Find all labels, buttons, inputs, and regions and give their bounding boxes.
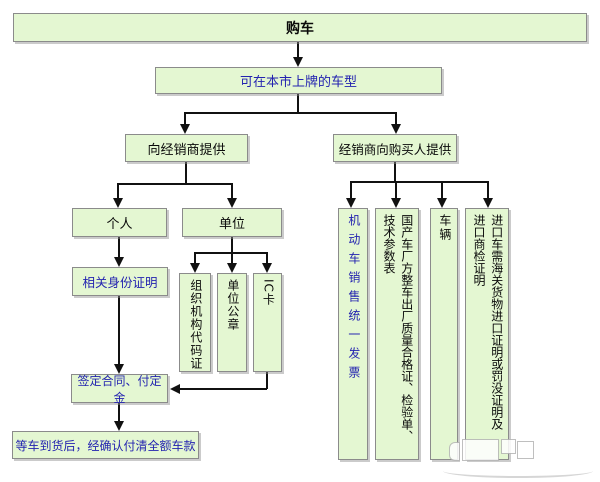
node-pay-full-label: 等车到货后，经确认付清全额车款 <box>15 438 196 453</box>
node-quality-cert-line1: 国产车厂方整车出厂质量合格证、检验单、 <box>399 214 414 442</box>
node-org-code-label: 组织机构代码证 <box>188 279 203 370</box>
node-unit-label: 单位 <box>218 217 245 232</box>
node-buy-car-label: 购车 <box>286 20 314 37</box>
node-provide-to-dealer-label: 向经销商提供 <box>147 142 226 158</box>
node-buy-car: 购车 <box>13 13 587 42</box>
node-dealer-provides-to-buyer: 经销商向购买人提供 <box>333 134 457 162</box>
node-ic-card-label: IC卡 <box>261 279 276 306</box>
node-provide-to-dealer: 向经销商提供 <box>125 134 248 162</box>
watermark-shape <box>449 442 460 461</box>
watermark <box>443 436 595 478</box>
node-vehicle-label: 车辆 <box>437 214 452 242</box>
node-quality-certificates: 国产车厂方整车出厂质量合格证、检验单、 技术参数表 <box>375 208 419 460</box>
node-ic-card: IC卡 <box>253 273 282 372</box>
node-registrable-models: 可在本市上牌的车型 <box>155 67 442 94</box>
node-import-cert-line1: 进口车需海关货物进口证明或罚没证明及 <box>489 214 504 430</box>
node-registrable-models-label: 可在本市上牌的车型 <box>239 75 357 90</box>
watermark-shape <box>517 441 534 459</box>
node-sign-contract-label: 签定合同、付定金 <box>77 373 162 405</box>
node-identity-proof-label: 相关身份证明 <box>82 275 158 290</box>
node-dealer-provides-label: 经销商向购买人提供 <box>338 141 452 157</box>
node-org-code-certificate: 组织机构代码证 <box>179 273 211 372</box>
node-identity-proof: 相关身份证明 <box>72 267 168 296</box>
node-sales-invoice-label: 机动车销售统一发票 <box>346 214 361 385</box>
node-individual-label: 个人 <box>106 217 133 232</box>
node-sign-contract-deposit: 签定合同、付定金 <box>71 373 168 405</box>
watermark-swoosh <box>443 464 593 478</box>
node-sales-invoice: 机动车销售统一发票 <box>338 208 368 460</box>
node-import-cert-line2: 进口商检证明 <box>472 214 486 286</box>
node-vehicle: 车辆 <box>430 208 458 460</box>
node-quality-cert-line2: 技术参数表 <box>382 214 396 274</box>
node-pay-full-on-arrival: 等车到货后，经确认付清全额车款 <box>12 431 199 459</box>
node-import-certificates: 进口车需海关货物进口证明或罚没证明及 进口商检证明 <box>465 208 509 460</box>
node-unit-seal: 单位公章 <box>217 273 247 372</box>
node-individual: 个人 <box>72 208 167 237</box>
watermark-shape <box>462 439 499 461</box>
node-unit-seal-label: 单位公章 <box>225 279 240 331</box>
node-unit: 单位 <box>182 208 282 237</box>
watermark-shape <box>501 439 516 454</box>
